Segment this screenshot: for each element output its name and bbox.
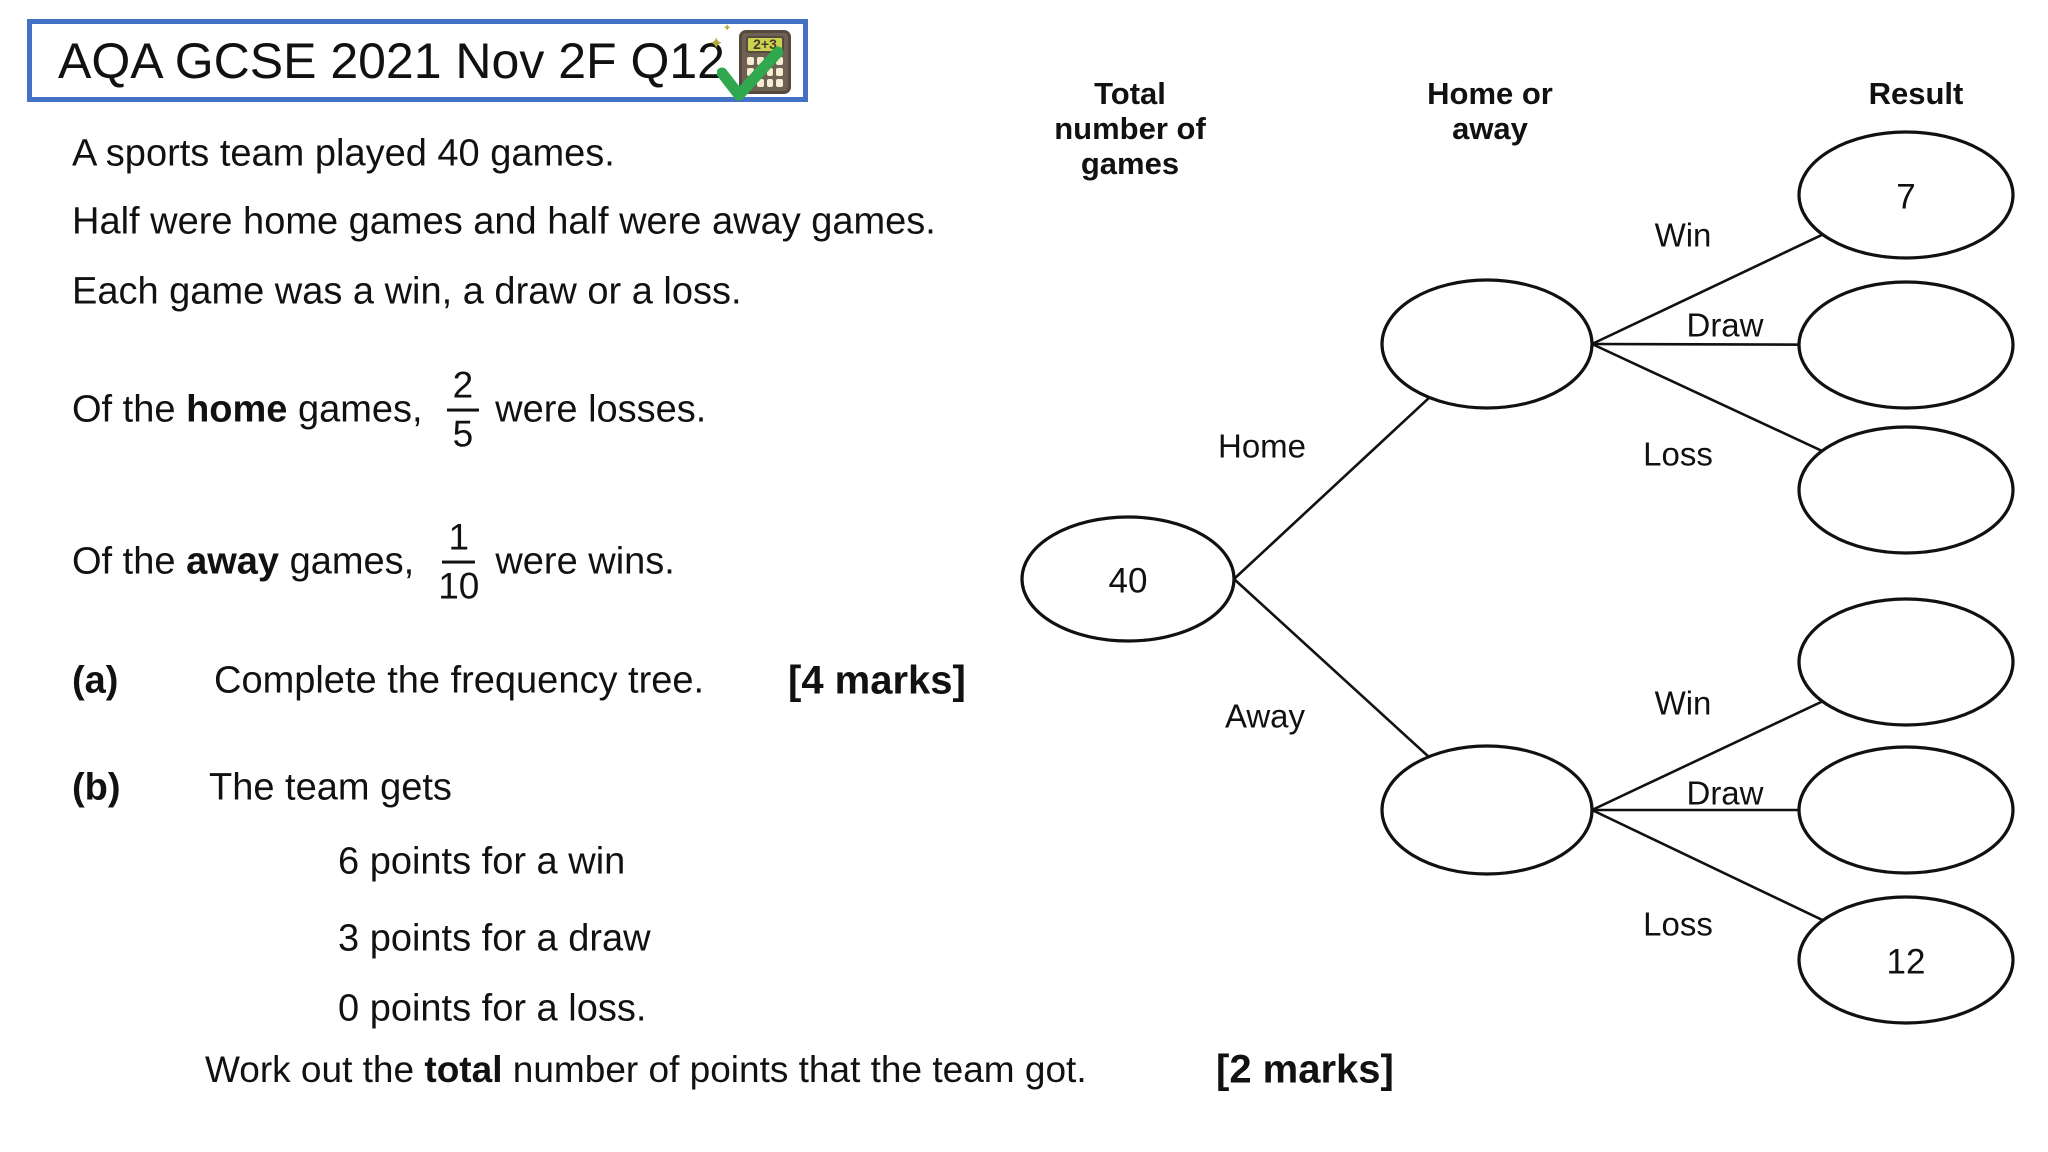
header-line: Home or <box>1427 76 1553 111</box>
part-a-text: Complete the frequency tree. <box>214 659 705 702</box>
node-away-draw <box>1797 745 2015 875</box>
header-total-number-of-games: Total number of games <box>980 76 1280 181</box>
node-value-away-loss: 12 <box>1887 943 1926 982</box>
fraction-numerator: 2 <box>446 365 480 412</box>
part-a-marks: [4 marks] <box>788 658 966 703</box>
header-line: Result <box>1868 76 1964 111</box>
part-b-text: The team gets <box>209 766 452 809</box>
node-root-total <box>1020 515 1236 643</box>
node-values: 40 7 12 <box>1109 178 1926 982</box>
problem-line-3: Each game was a win, a draw or a loss. <box>72 270 742 313</box>
branch-label-home-win: Win <box>1655 217 1712 254</box>
branch-label-home-draw: Draw <box>1686 307 1763 344</box>
node-away-loss <box>1797 895 2015 1025</box>
points-rule-draw: 3 points for a draw <box>338 917 651 960</box>
node-value-root: 40 <box>1109 562 1148 601</box>
part-b-marks: [2 marks] <box>1216 1047 1394 1092</box>
branch-label-away-draw: Draw <box>1686 775 1763 812</box>
calculator-check-icon: ✦ ✦ 2+3 <box>707 23 799 101</box>
fraction-two-fifths: 2 5 <box>446 365 480 456</box>
tree-nodes <box>1020 130 2015 1025</box>
node-home-win <box>1797 130 2015 260</box>
points-rule-win: 6 points for a win <box>338 840 626 883</box>
title-box: AQA GCSE 2021 Nov 2F Q12 ✦ ✦ 2+3 <box>27 19 808 102</box>
text-segment: games, <box>279 540 415 583</box>
bold-away: away <box>186 540 280 583</box>
text-segment: games, <box>287 388 423 431</box>
header-result: Result <box>1766 76 2048 111</box>
header-line: games <box>1080 146 1180 181</box>
away-wins-line: Of the away games, 1 10 were wins. <box>72 517 675 608</box>
final-question-line: Work out the total number of points that… <box>205 1049 1087 1091</box>
problem-line-1: A sports team played 40 games. <box>72 132 615 175</box>
header-home-or-away: Home or away <box>1340 76 1640 146</box>
node-away <box>1380 744 1594 876</box>
branch-label-home-loss: Loss <box>1643 436 1713 473</box>
node-home-loss <box>1797 425 2015 555</box>
branch-label-away-win: Win <box>1655 685 1712 722</box>
branch-labels: Home Away Win Draw Loss Win Draw Loss <box>1218 217 1764 943</box>
bold-home: home <box>186 388 288 431</box>
text-segment: were wins. <box>495 540 675 583</box>
sparkle-icon: ✦ <box>723 23 732 34</box>
part-b-label: (b) <box>72 766 121 809</box>
fraction-denominator: 10 <box>438 566 480 607</box>
node-home <box>1380 278 1594 410</box>
node-home-draw <box>1797 280 2015 410</box>
checkmark-icon <box>717 46 783 101</box>
node-away-win <box>1797 597 2015 727</box>
branch-label-away-loss: Loss <box>1643 906 1713 943</box>
node-value-home-win: 7 <box>1896 178 1915 217</box>
fraction-denominator: 5 <box>452 414 474 455</box>
fraction-one-tenth: 1 10 <box>438 517 479 608</box>
branch-label-home: Home <box>1218 428 1306 465</box>
text-segment: number of points that the team got. <box>502 1049 1087 1090</box>
question-title: AQA GCSE 2021 Nov 2F Q12 <box>58 32 725 89</box>
points-rule-loss: 0 points for a loss. <box>338 987 647 1030</box>
problem-line-2: Half were home games and half were away … <box>72 200 936 243</box>
header-line: number of <box>1054 111 1206 146</box>
text-segment: Of the <box>72 388 187 431</box>
branch-label-away: Away <box>1225 698 1306 735</box>
home-losses-line: Of the home games, 2 5 were losses. <box>72 365 706 456</box>
part-a-label: (a) <box>72 659 119 702</box>
header-line: away <box>1452 111 1528 146</box>
bold-total: total <box>424 1049 503 1090</box>
fraction-numerator: 1 <box>442 517 476 564</box>
header-line: Total <box>1094 76 1166 111</box>
text-segment: Of the <box>72 540 187 583</box>
text-segment: were losses. <box>495 388 707 431</box>
sparkle-icon: ✦ <box>709 34 724 53</box>
text-segment: Work out the <box>205 1049 425 1090</box>
